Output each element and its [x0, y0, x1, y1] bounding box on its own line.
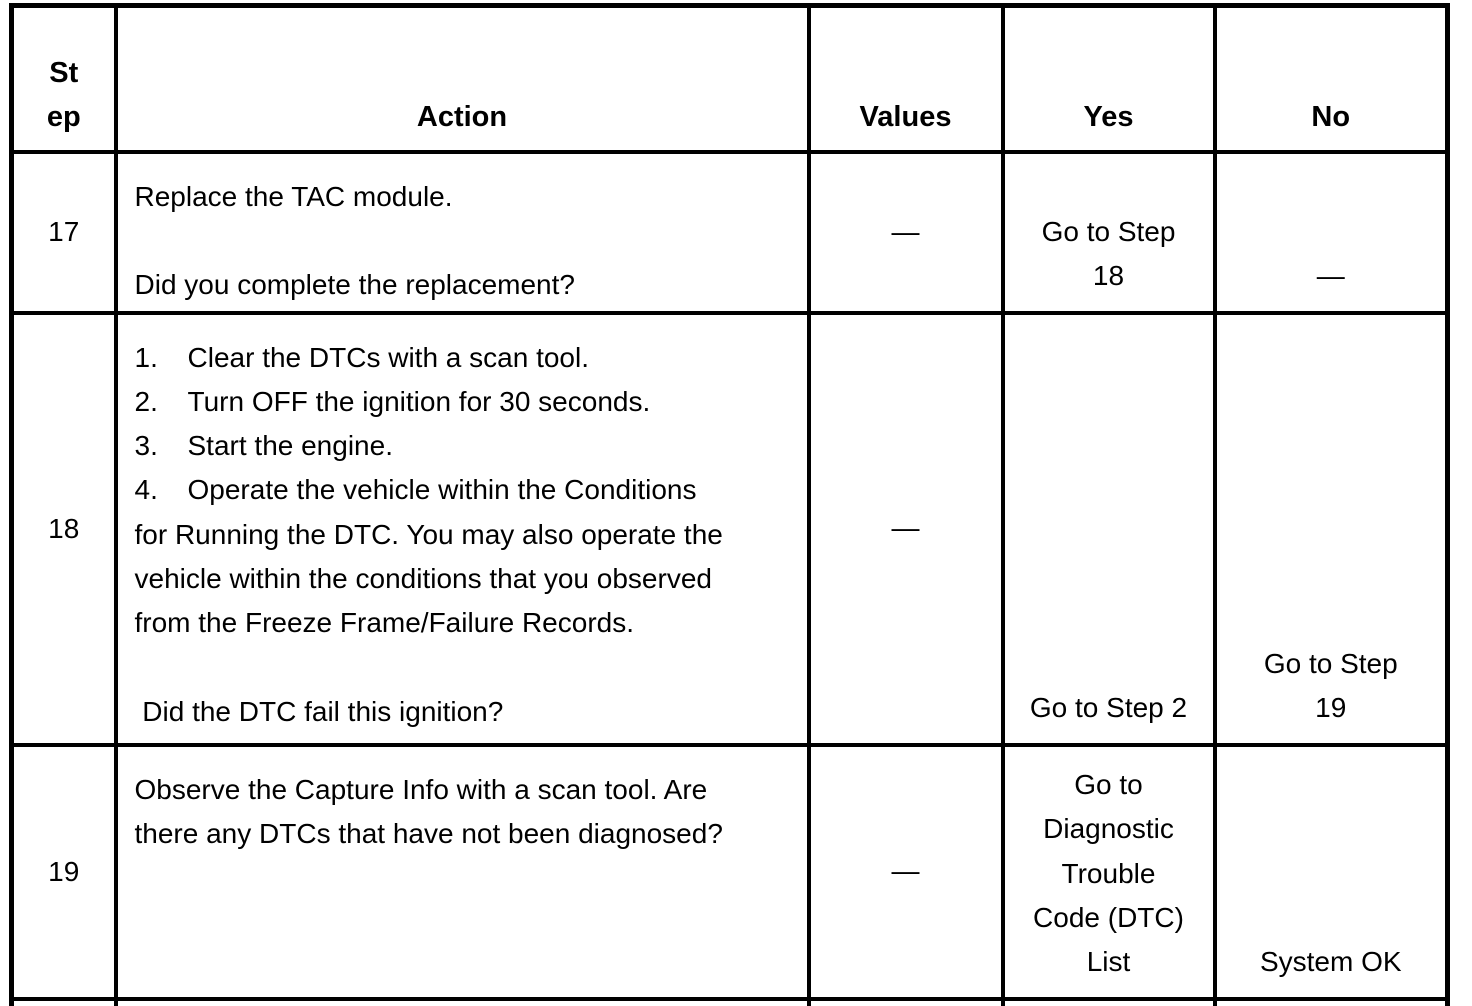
list-text: Operate the vehicle within the Condition…: [187, 474, 697, 506]
action-cell: Observe the Capture Info with a scan too…: [113, 742, 811, 1001]
values-cell-line: —: [891, 215, 920, 247]
action-line: for Running the DTC. You may also operat…: [134, 518, 723, 550]
column-header-action: Action: [113, 3, 811, 154]
action-line: vehicle within the conditions that you o…: [134, 562, 712, 594]
step-cell: 18: [9, 310, 118, 747]
list-text: Turn OFF the ignition for 30 seconds.: [187, 385, 651, 417]
header-line: Action: [416, 101, 508, 134]
no-cell-line: Go to Step: [1263, 647, 1398, 679]
no-cell: Go to Step 19: [1212, 310, 1450, 747]
header-row: St ep Action Values Yes No: [9, 3, 1450, 154]
no-cell: —: [1212, 149, 1450, 315]
action-line: [135, 219, 799, 263]
action-line: there any DTCs that have not been diagno…: [134, 817, 723, 849]
yes-cell-line: Trouble: [1061, 857, 1156, 889]
values-cell: —: [806, 149, 1005, 315]
table-row-step-17: 17 Replace the TAC module. Did you complet…: [9, 149, 1450, 315]
header-line: St: [49, 56, 79, 89]
action-line: Replace the TAC module.: [134, 180, 453, 212]
clipped-cell: [9, 996, 118, 1006]
header-line: Yes: [1083, 101, 1134, 134]
header-line: ep: [46, 101, 81, 134]
clipped-cell: [113, 996, 811, 1006]
list-text: Start the engine.: [187, 430, 393, 462]
list-number: 3.: [134, 430, 158, 462]
values-cell-line: —: [891, 855, 920, 887]
clipped-cell: [806, 996, 1005, 1006]
header-line: Values: [859, 101, 952, 134]
yes-cell-line: List: [1086, 946, 1131, 978]
yes-cell-line: Diagnostic: [1043, 813, 1174, 845]
yes-cell-line: Go to Step 2: [1029, 692, 1188, 724]
yes-cell-line: 18: [1092, 260, 1125, 292]
header-line: No: [1311, 101, 1351, 134]
action-line: Did the DTC fail this ignition?: [134, 695, 504, 727]
action-line: from the Freeze Frame/Failure Records.: [134, 607, 635, 639]
table-body: 17 Replace the TAC module. Did you complet…: [9, 149, 1450, 1006]
column-header-yes: Yes: [1000, 3, 1217, 154]
action-line: 1. Clear the DTCs with a scan tool.: [135, 336, 799, 380]
yes-cell-line: Go to Step: [1041, 215, 1176, 247]
clipped-cell: [1212, 996, 1450, 1006]
table-row-step-19: 19 Observe the Capture Info with a scan t…: [9, 742, 1450, 1001]
action-line: Did you complete the replacement?: [134, 269, 575, 301]
column-header-values: Values: [806, 3, 1005, 154]
action-line: 4. Operate the vehicle within the Conditi…: [135, 468, 799, 512]
step-cell: 19: [9, 742, 118, 1001]
list-number: 2.: [134, 385, 158, 417]
yes-cell-line: Go to: [1074, 769, 1143, 801]
list-number: 4.: [134, 474, 158, 506]
table-row-step-18: 18 1. Clear the DTCs with a scan tool. 2. Tu…: [9, 310, 1450, 747]
values-cell: —: [806, 310, 1005, 747]
yes-cell: Go to Step 2: [1000, 310, 1217, 747]
list-text: Clear the DTCs with a scan tool.: [187, 341, 590, 373]
values-cell-line: —: [891, 512, 920, 544]
no-cell-line: 19: [1315, 692, 1347, 724]
yes-cell: Go to Step 18: [1000, 149, 1217, 315]
values-cell: —: [806, 742, 1005, 1001]
no-cell: System OK: [1212, 742, 1450, 1001]
action-line: 2. Turn OFF the ignition for 30 seconds.: [135, 380, 799, 424]
yes-cell-line: Code (DTC): [1033, 901, 1184, 933]
no-cell-line: —: [1316, 260, 1345, 292]
column-header-step: St ep: [9, 3, 118, 154]
action-line: [135, 646, 799, 690]
action-cell: 1. Clear the DTCs with a scan tool. 2. Turn…: [113, 310, 811, 747]
clipped-next-row: [9, 996, 1450, 1006]
no-cell-line: System OK: [1259, 946, 1402, 978]
step-cell: 17: [9, 149, 118, 315]
action-line: 3. Start the engine.: [135, 424, 799, 468]
action-cell: Replace the TAC module. Did you complete …: [113, 149, 811, 315]
column-header-no: No: [1212, 3, 1450, 154]
list-number: 1.: [134, 341, 158, 373]
clipped-cell: [1000, 996, 1217, 1006]
action-line: Observe the Capture Info with a scan too…: [134, 773, 708, 805]
